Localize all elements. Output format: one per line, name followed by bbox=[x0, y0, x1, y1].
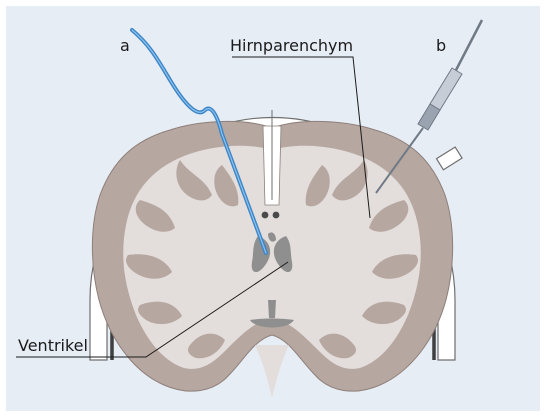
label-catheter-a: a bbox=[120, 38, 130, 54]
probe-clamp bbox=[436, 147, 462, 170]
brainstem-notch bbox=[255, 345, 289, 398]
label-probe-b: b bbox=[436, 38, 446, 54]
label-parenchyma: Hirnparenchym bbox=[230, 38, 353, 54]
vessel-left bbox=[262, 212, 269, 219]
vessel-right bbox=[273, 212, 280, 219]
label-ventricle: Ventrikel bbox=[18, 338, 88, 354]
